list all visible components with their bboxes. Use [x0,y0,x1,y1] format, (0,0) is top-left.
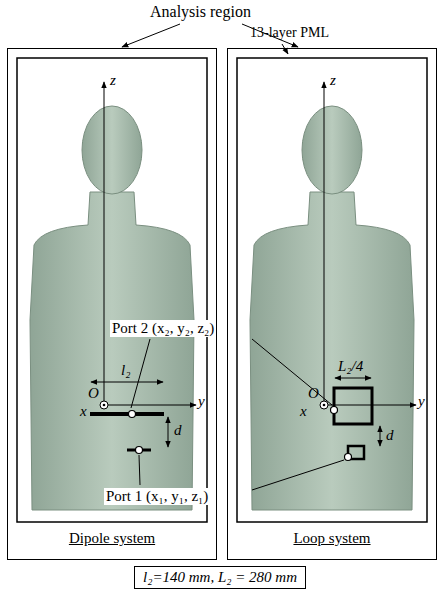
leader-line [252,460,344,490]
human-body [250,106,414,510]
axis-label: x [300,403,307,420]
axis-label: y [198,393,205,410]
pointer-arrow [282,44,288,54]
analysis-region: Loop system [227,48,437,560]
loop-antenna [334,388,372,424]
parameter-box: l₂=140 mm, L₂ = 280 mm [134,566,306,589]
axis-label: x [80,403,87,420]
dimension-label: d [174,422,182,439]
pml-label: 13-layer PML [250,25,329,41]
origin-label: O [308,385,319,402]
dimension-label: l₂ [121,362,130,379]
system-label: Dipole system [8,530,216,547]
z-axis [324,82,325,405]
leader-line [252,339,332,405]
feed-port [136,447,143,454]
y-axis [324,405,416,406]
x-axis-dot [100,401,108,409]
dimension-label: L₂/4 [338,358,363,375]
leader-line [131,339,150,408]
inner-boundary [237,58,427,522]
x-axis-dot [323,404,326,407]
y-axis [104,405,196,406]
port-label: Port 1 (x₁, y₁, z₁) [104,488,210,505]
region-label: Analysis region [150,3,251,21]
inner-boundary [17,58,207,522]
dimension-arrow [335,378,371,379]
origin-label: O [88,385,99,402]
axis-label: y [418,393,425,410]
x-axis-dot [103,404,106,407]
feed-port [129,411,136,418]
axis-label: z [330,72,336,89]
axis-label: z [110,72,116,89]
parameter-text: l₂=140 mm, L₂ = 280 mm [143,569,297,586]
leader-line [139,455,140,485]
system-label: Loop system [228,530,436,547]
human-body [30,106,194,510]
dimension-arrow [168,417,169,447]
analysis-region: Dipole system [7,48,217,560]
dimension-arrow [380,426,381,446]
z-axis [104,82,105,405]
pointer-arrow [122,24,180,47]
feed-port [331,407,338,414]
dipole-antenna [90,412,164,416]
feed-port [345,454,352,461]
dimension-arrow [91,382,163,383]
dimension-label: d [386,427,394,444]
x-axis-dot [320,401,328,409]
port-label: Port 2 (x₂, y₂, z₂) [110,320,216,337]
